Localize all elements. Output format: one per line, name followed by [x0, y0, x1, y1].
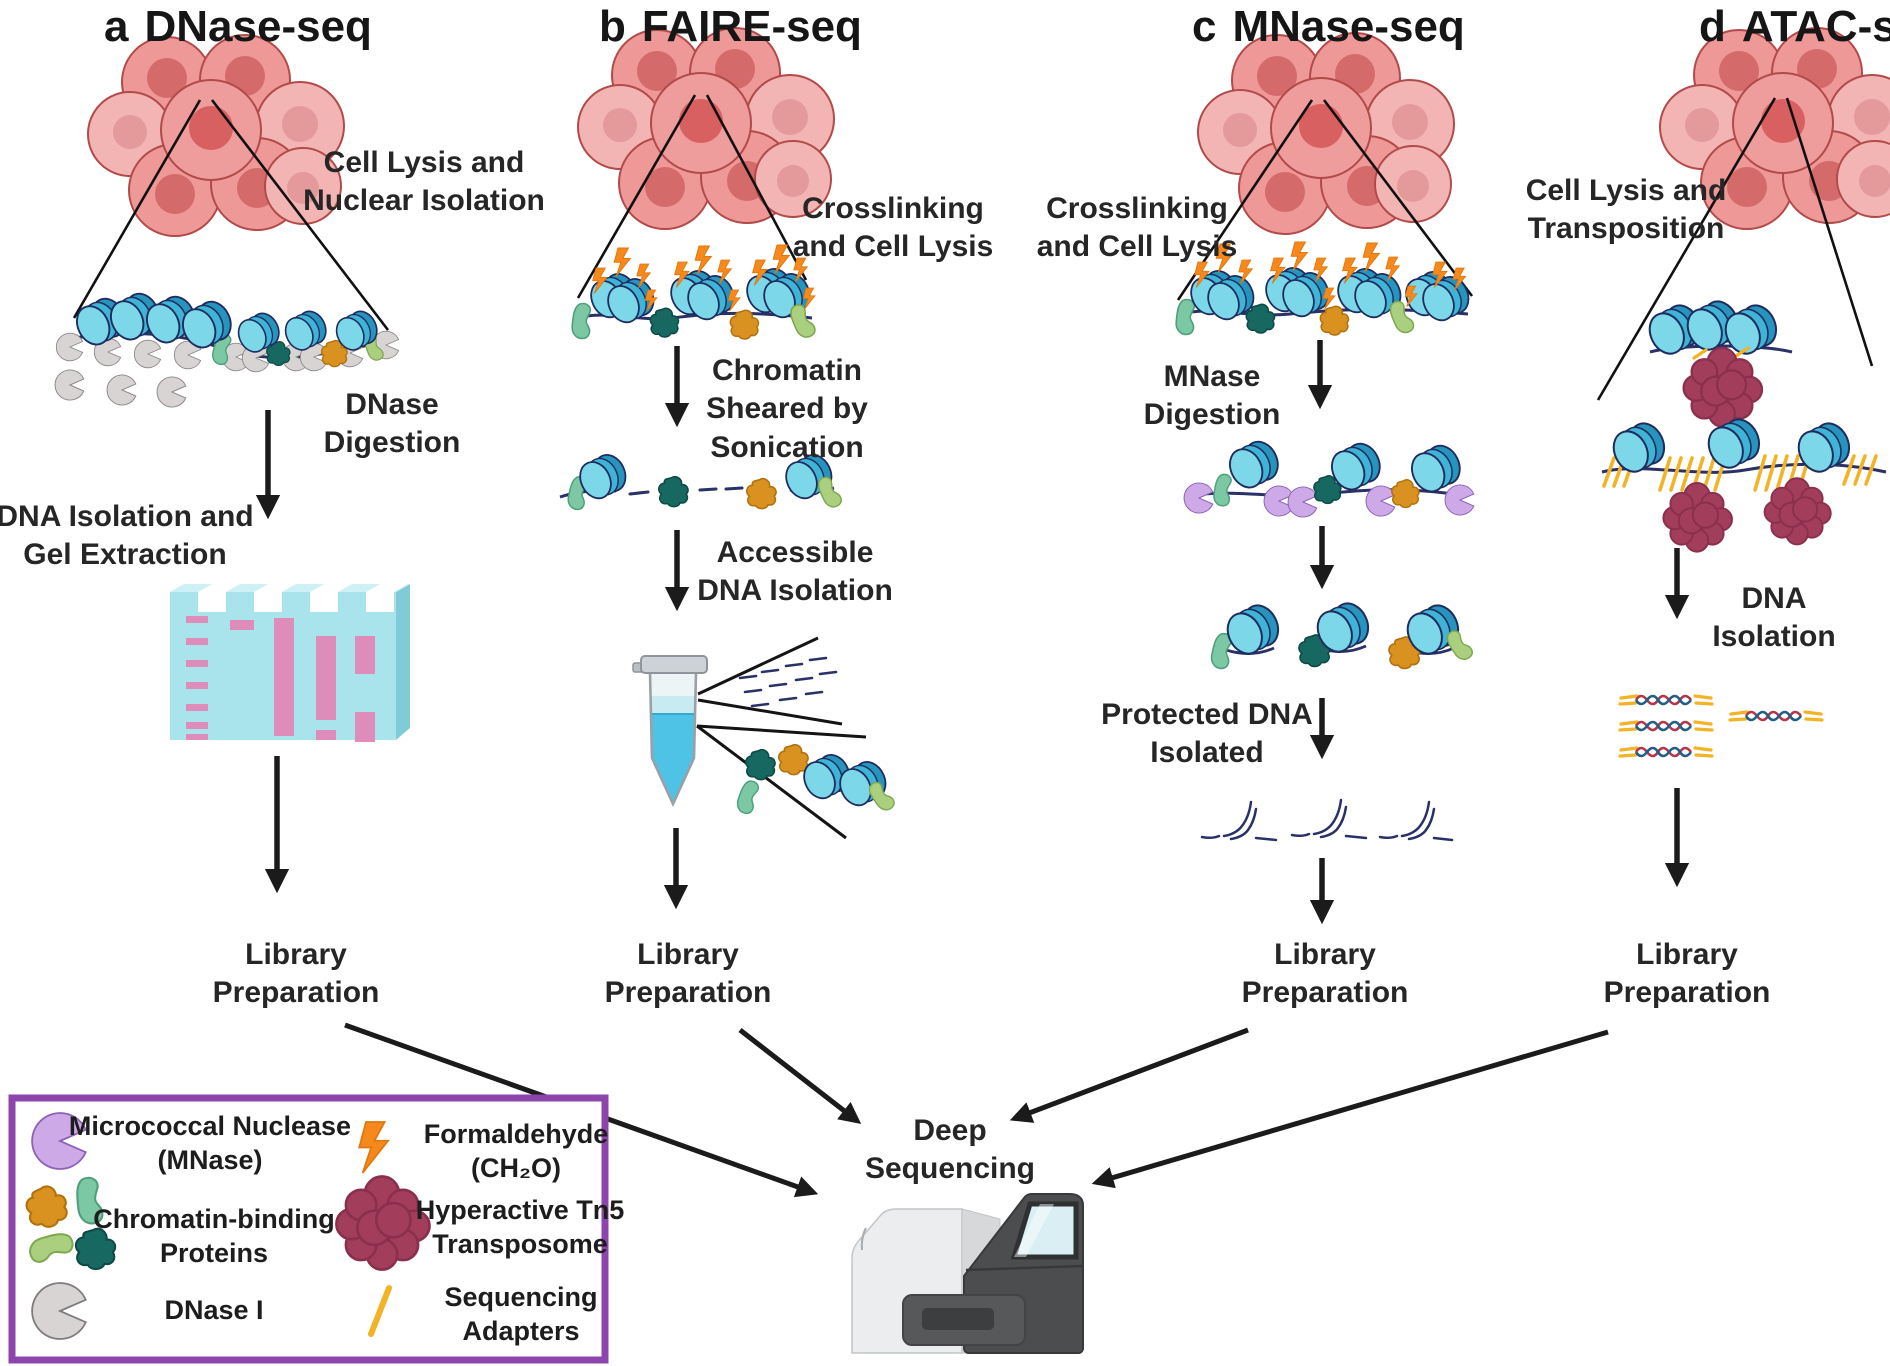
legend-label-chromatin-binding-proteins: Chromatin-binding Proteins	[93, 1204, 335, 1268]
panel-a-dnase-seq	[54, 34, 410, 894]
mnase-digested-chromatin-c	[1183, 435, 1475, 518]
sheared-chromatin-b	[559, 448, 844, 513]
panel-b-faire-seq	[559, 27, 898, 910]
label-d-library-preparation: Library Preparation	[1603, 938, 1771, 1010]
label-a-cell-lysis: Cell Lysis and Nuclear Isolation	[303, 146, 545, 218]
label-a-dna-isolation: DNA Isolation and Gel Extraction	[0, 500, 254, 572]
label-d-cell-lysis: Cell Lysis and Transposition	[1525, 174, 1727, 246]
panel-d-header: d ATAC-seq	[1699, 2, 1890, 52]
tn5-transposome-icon	[1662, 482, 1733, 553]
panel-a-letter: a	[104, 2, 129, 51]
crosslinked-chromatin-c	[1172, 241, 1476, 337]
panel-a-title: DNase-seq	[144, 2, 372, 51]
free-dna-dashes	[738, 656, 838, 708]
sequencer-illustration	[851, 1193, 1084, 1354]
panel-c-mnase-seq	[1172, 32, 1476, 925]
panel-c-title: MNase-seq	[1232, 2, 1465, 51]
chromatin-a	[54, 287, 400, 408]
label-c-mnase-digestion: MNase Digestion	[1143, 360, 1281, 432]
legend-label-tn5: Hyperactive Tn5 Transposome	[415, 1195, 625, 1259]
arrow-d-to-sequencing	[1091, 1029, 1609, 1189]
protected-dna-fragments-c	[1200, 798, 1454, 842]
magnifier-lines-d	[1596, 97, 1874, 401]
panel-d-title: ATAC-seq	[1741, 2, 1890, 51]
label-b-crosslinking: Crosslinking and Cell Lysis	[792, 192, 994, 264]
panel-a-header: a DNase-seq	[104, 2, 372, 52]
arrow-c-to-sequencing	[1009, 1027, 1249, 1123]
label-b-library-preparation: Library Preparation	[604, 938, 772, 1010]
panel-c-letter: c	[1192, 2, 1217, 51]
sequencing-adapter-slash-icon	[368, 1285, 392, 1337]
panel-d-letter: d	[1699, 2, 1726, 51]
phase-separation-tube	[632, 636, 898, 840]
transposition-chromatin-d	[1642, 294, 1793, 428]
gel-electrophoresis-illustration	[170, 584, 410, 742]
legend-label-adapters: Sequencing Adapters	[444, 1282, 598, 1346]
aqueous-callout-lines	[697, 636, 843, 726]
label-d-dna-isolation: DNA Isolation	[1712, 582, 1836, 654]
panel-b-header: b FAIRE-seq	[599, 2, 862, 52]
adapter-dna-fragments-d	[1618, 694, 1824, 758]
organic-phase-contents	[732, 743, 898, 817]
panel-d-atac-seq	[1596, 27, 1890, 888]
panel-b-title: FAIRE-seq	[641, 2, 862, 51]
legend-box	[8, 1094, 609, 1364]
organic-callout-lines	[696, 724, 867, 840]
tn5-transposome-icon	[1763, 477, 1832, 546]
magnifier-lines-b	[576, 94, 808, 299]
label-deep-sequencing: Deep Sequencing	[864, 1114, 1036, 1186]
label-c-protected-dna: Protected DNA Isolated	[1101, 698, 1313, 770]
label-b-sonication: Chromatin Sheared by Sonication	[706, 354, 868, 464]
mononucleosomes-c	[1206, 596, 1476, 672]
tn5-transposome-icon	[1682, 346, 1764, 428]
legend-label-dnase-i: DNase I	[164, 1295, 264, 1325]
label-a-library-preparation: Library Preparation	[212, 938, 380, 1010]
label-b-accessible-dna: Accessible DNA Isolation	[697, 536, 893, 608]
panel-c-header: c MNase-seq	[1192, 2, 1465, 52]
label-a-dnase-digestion: DNase Digestion	[323, 388, 461, 460]
legend-label-formaldehyde: Formaldehyde (CH₂O)	[423, 1119, 609, 1183]
crosslinked-chromatin-b	[568, 244, 818, 341]
label-c-crosslinking: Crosslinking and Cell Lysis	[1036, 192, 1238, 264]
label-c-library-preparation: Library Preparation	[1241, 938, 1409, 1010]
tagmented-chromatin-d	[1601, 412, 1887, 553]
arrow-b-to-sequencing	[738, 1028, 862, 1125]
panel-b-letter: b	[599, 2, 626, 51]
legend-label-mnase: Micrococcal Nuclease (MNase)	[68, 1111, 352, 1175]
magnifier-lines-a	[72, 99, 390, 331]
gel-bands	[186, 616, 375, 742]
